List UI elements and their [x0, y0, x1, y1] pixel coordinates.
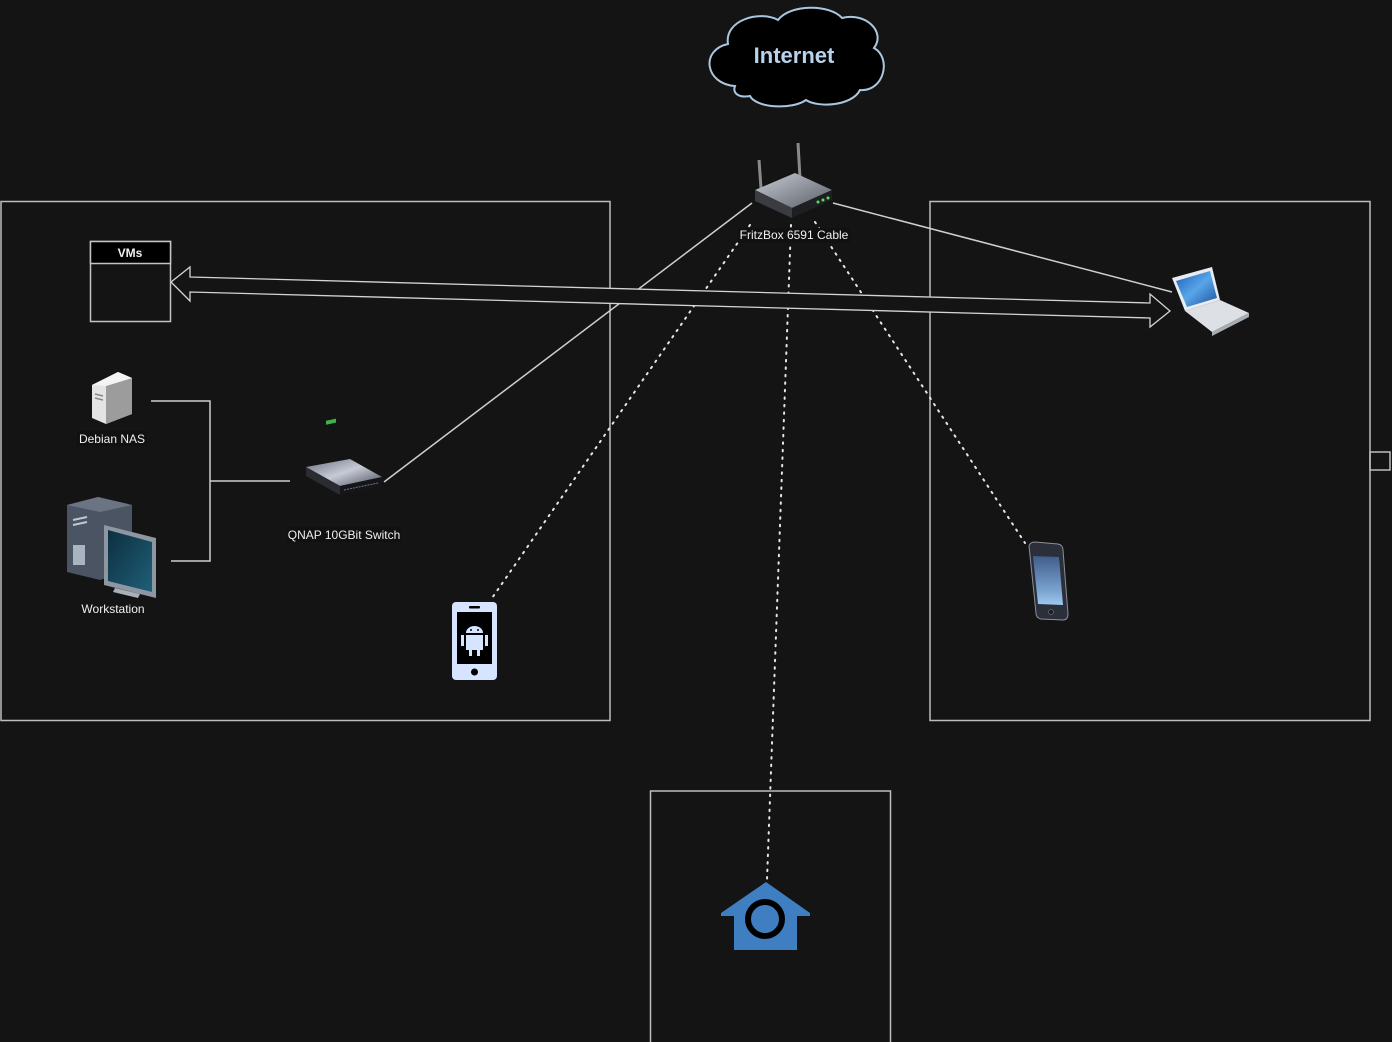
smartphone-icon: [1028, 541, 1069, 621]
network-switch-icon: [306, 418, 382, 495]
edge-router-camera[interactable]: [766, 224, 792, 881]
switch-label: QNAP 10GBit Switch: [288, 528, 401, 542]
connections: [151, 202, 1173, 881]
edge-vms-laptop-double-arrow[interactable]: [170, 265, 1172, 329]
zone-right: [929, 200, 1371, 722]
workstation-node[interactable]: Workstation: [67, 497, 156, 616]
nas-node[interactable]: Debian NAS: [77, 372, 147, 446]
server-icon: [92, 372, 132, 424]
home-camera-node[interactable]: [721, 882, 810, 950]
cloud-icon: [708, 6, 885, 108]
internet-cloud[interactable]: Internet: [708, 6, 885, 108]
zone-left: [0, 200, 611, 722]
edge-router-switch[interactable]: [383, 202, 753, 483]
laptop-node[interactable]: [1172, 267, 1249, 336]
home-camera-icon: [721, 882, 810, 950]
cloud-label: Internet: [754, 43, 835, 68]
vms-container[interactable]: VMs: [89, 240, 172, 323]
edge-switch-servers[interactable]: [151, 400, 211, 562]
nas-label: Debian NAS: [79, 432, 145, 446]
zone-right-port: [1369, 451, 1391, 471]
android-phone-icon: [452, 602, 497, 680]
router-node[interactable]: FritzBox 6591 Cable: [738, 142, 850, 243]
edge-router-android[interactable]: [489, 224, 751, 602]
workstation-icon: [67, 497, 156, 598]
edge-router-iphone[interactable]: [814, 221, 1026, 544]
router-label: FritzBox 6591 Cable: [740, 228, 849, 242]
vms-label: VMs: [118, 246, 143, 260]
laptop-icon: [1172, 267, 1249, 336]
workstation-label: Workstation: [81, 602, 144, 616]
edge-router-laptop[interactable]: [832, 202, 1173, 293]
android-phone-node[interactable]: [452, 602, 497, 680]
switch-node[interactable]: QNAP 10GBit Switch: [287, 418, 401, 542]
iphone-node[interactable]: [1028, 541, 1069, 621]
android-robot-icon: [461, 626, 488, 656]
zone-bottom: [649, 790, 892, 1042]
router-icon: [755, 142, 832, 218]
